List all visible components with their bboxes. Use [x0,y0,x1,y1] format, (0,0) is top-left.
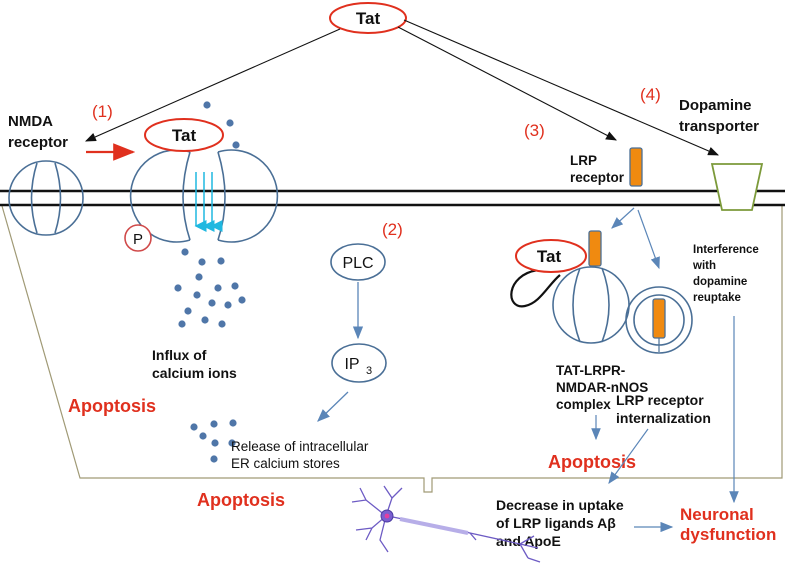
dat-label-2: transporter [679,118,759,135]
nmda-receptor [8,160,84,236]
lrp-in-vesicle [652,298,666,339]
decrease-label-3: and ApoE [496,533,561,549]
neuron-axon-sheath [399,517,469,535]
apoptosis-bottom: Apoptosis [197,490,285,510]
calcium-ions [174,101,246,328]
lrp-receptor [629,147,643,187]
decrease-label-1: Decrease in uptake [496,497,624,513]
tat-lrp-label: Tat [537,247,562,266]
step-3: (3) [524,121,545,140]
release-label-2: ER calcium stores [231,456,340,471]
apoptosis-left: Apoptosis [68,396,156,416]
plc-label: PLC [342,255,373,272]
complex-label-2: NMDAR-nNOS [556,380,648,395]
lrp-arrow-complex [611,207,635,229]
tat-ellipse [329,2,407,34]
step-4: (4) [640,85,661,104]
internalization-arrow [608,428,649,484]
lrp-label-2: receptor [570,170,625,185]
lrp-label-1: LRP [570,153,597,168]
phospho-label: P [133,231,143,248]
ip3-label: IP [344,356,359,373]
er-calcium-dots [190,419,237,463]
cell-body-outline [1,205,783,493]
step-2: (2) [382,220,403,239]
neuron-nucleus [384,513,390,519]
nmda-label-1: NMDA [8,113,53,130]
lrp-arrow-internal [637,209,660,270]
tat-ellipse-channel [144,118,224,152]
interference-label-3: dopamine [693,276,747,288]
complex-label-1: TAT-LRPR- [556,363,625,378]
influx-label-1: Influx of [152,347,207,363]
tat-arrow-nmda [84,28,341,142]
decrease-label-2: of LRP ligands Aβ [496,515,616,531]
dopamine-transporter [710,163,764,211]
ip3-arrow [317,391,349,422]
neuronal-label-1: Neuronal [680,505,754,524]
internalization-label-2: internalization [616,410,711,426]
tat-channel-label: Tat [172,126,197,145]
interference-label-2: with [692,260,716,272]
ip3-subscript: 3 [366,365,372,377]
tat-label: Tat [356,9,381,28]
phospho-circle [124,224,152,252]
apoptosis-right: Apoptosis [548,452,636,472]
lrp-in-complex [588,230,602,267]
tat-arrow-lrp [397,26,617,141]
dat-label-1: Dopamine [679,97,752,114]
nmda-label-2: receptor [8,134,68,151]
release-label-1: Release of intracellular [231,439,369,454]
tat-loop [510,268,561,308]
interference-label-1: Interference [693,244,759,256]
tat-arrow-dat [403,19,720,156]
complex-label-3: complex [556,397,611,412]
tat-ellipse-lrp [515,239,587,273]
step-1: (1) [92,102,113,121]
neuronal-label-2: dysfunction [680,525,776,544]
ip3-ellipse [331,343,387,383]
influx-label-2: calcium ions [152,365,237,381]
tat-lrpr-nmdar-complex [552,266,630,344]
internalization-label-1: LRP receptor [616,392,704,408]
plc-ellipse [330,243,386,281]
interference-label-4: reuptake [693,292,741,304]
